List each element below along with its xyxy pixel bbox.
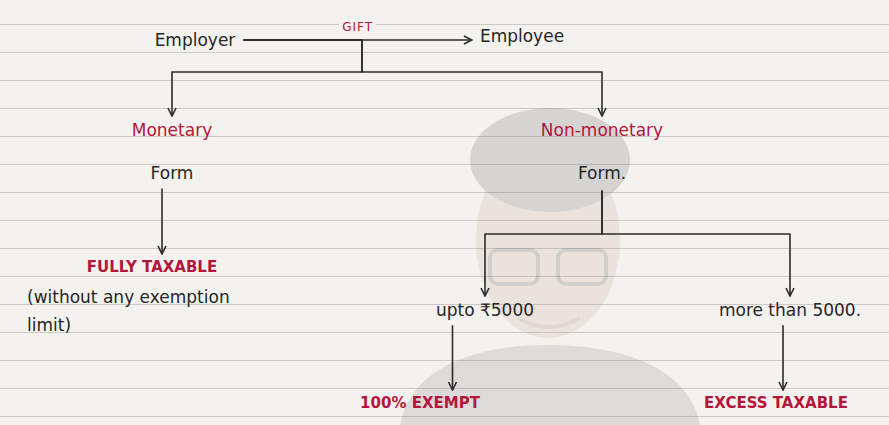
node-heading: Monetary <box>132 120 212 141</box>
connector-arrow <box>782 325 784 390</box>
connector-arrow <box>452 325 454 390</box>
portrait-glasses <box>558 250 606 284</box>
faded-portrait <box>400 108 700 425</box>
node-heading: 100% EXEMPT <box>360 394 480 413</box>
connector-arrow <box>485 191 602 297</box>
node-text: Form <box>132 163 212 184</box>
text-node: 100% EXEMPT <box>360 394 480 413</box>
text-node: upto ₹5000 <box>436 300 534 321</box>
node-text: Form. <box>541 163 663 184</box>
node-text: (without any exemption limit) <box>27 283 277 339</box>
node-heading: Employee <box>480 26 564 47</box>
node-heading: upto ₹5000 <box>436 300 534 321</box>
text-node: FULLY TAXABLE (without any exemption limi… <box>27 258 277 339</box>
connector-arrow <box>602 191 790 297</box>
text-node: Employer <box>155 30 236 51</box>
node-heading: FULLY TAXABLE <box>27 258 277 277</box>
node-heading: EXCESS TAXABLE <box>704 394 848 413</box>
node-heading: more than 5000. <box>719 300 861 321</box>
text-node: EXCESS TAXABLE <box>704 394 848 413</box>
text-node: MonetaryForm <box>132 120 212 185</box>
portrait-shoulders <box>400 345 700 425</box>
connector-arrow <box>172 40 362 116</box>
connector-arrow <box>243 40 602 116</box>
text-node: Non-monetaryForm. <box>541 120 663 185</box>
text-node: Employee <box>480 26 564 47</box>
text-node: more than 5000. <box>719 300 861 321</box>
node-heading: Non-monetary <box>541 120 663 141</box>
edge-label: GIFT <box>339 20 376 34</box>
node-heading: Employer <box>155 30 236 51</box>
portrait-glasses <box>490 250 538 284</box>
connector-arrow <box>161 189 163 255</box>
